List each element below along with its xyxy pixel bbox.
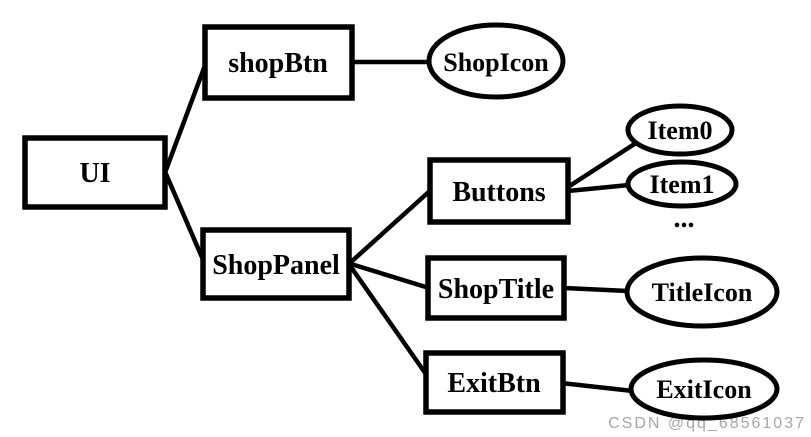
exiticon-ellipse xyxy=(628,357,780,421)
node-shoptitle: ShopTitle xyxy=(425,255,567,321)
node-exiticon: ExitIcon xyxy=(628,357,780,421)
shoppanel-label: ShopPanel xyxy=(212,250,340,281)
shopbtn-box xyxy=(202,24,355,101)
shopicon-ellipse xyxy=(426,22,566,100)
node-shopbtn: shopBtn xyxy=(202,24,355,101)
node-shopicon: ShopIcon xyxy=(426,22,566,100)
edge-ui-shopbtn xyxy=(163,57,210,173)
buttons-label: Buttons xyxy=(452,177,545,208)
shoptitle-label: ShopTitle xyxy=(438,274,554,305)
item0-ellipse xyxy=(625,103,735,157)
item1-label: Item1 xyxy=(650,170,715,199)
edge-exitbtn-exiticon xyxy=(558,380,636,394)
exiticon-label: ExitIcon xyxy=(656,375,752,404)
edge-shoptitle-titleicon xyxy=(561,285,631,294)
item1-ellipse xyxy=(625,159,739,209)
items-ellipsis: ... xyxy=(674,203,695,234)
node-shoppanel: ShopPanel xyxy=(200,227,352,301)
ui-label: UI xyxy=(79,158,110,189)
item0-label: Item0 xyxy=(648,116,713,145)
exitbtn-box xyxy=(423,350,566,415)
edge-ui-shoppanel xyxy=(163,171,207,265)
shopbtn-label: shopBtn xyxy=(228,48,328,79)
shopicon-label: ShopIcon xyxy=(443,48,549,77)
node-item1: Item1 xyxy=(625,159,739,209)
node-buttons: Buttons xyxy=(427,157,571,225)
edge-buttons-item1 xyxy=(565,182,632,194)
node-titleicon: TitleIcon xyxy=(624,255,780,329)
titleicon-label: TitleIcon xyxy=(652,278,753,307)
titleicon-ellipse xyxy=(624,255,780,329)
exitbtn-label: ExitBtn xyxy=(447,368,541,399)
edge-buttons-item0 xyxy=(565,140,639,190)
node-ui: UI xyxy=(22,135,168,210)
node-item0: Item0 xyxy=(625,103,735,157)
edge-shoppanel-shoptitle xyxy=(348,261,432,291)
watermark-text: CSDN @qq_68561037 xyxy=(608,415,806,432)
edge-shoppanel-exitbtn xyxy=(348,264,431,380)
edge-shoppanel-buttons xyxy=(348,186,435,265)
shoppanel-box xyxy=(200,227,352,301)
node-exitbtn: ExitBtn xyxy=(423,350,566,415)
buttons-box xyxy=(427,157,571,225)
ui-box xyxy=(22,135,168,210)
shoptitle-box xyxy=(425,255,567,321)
